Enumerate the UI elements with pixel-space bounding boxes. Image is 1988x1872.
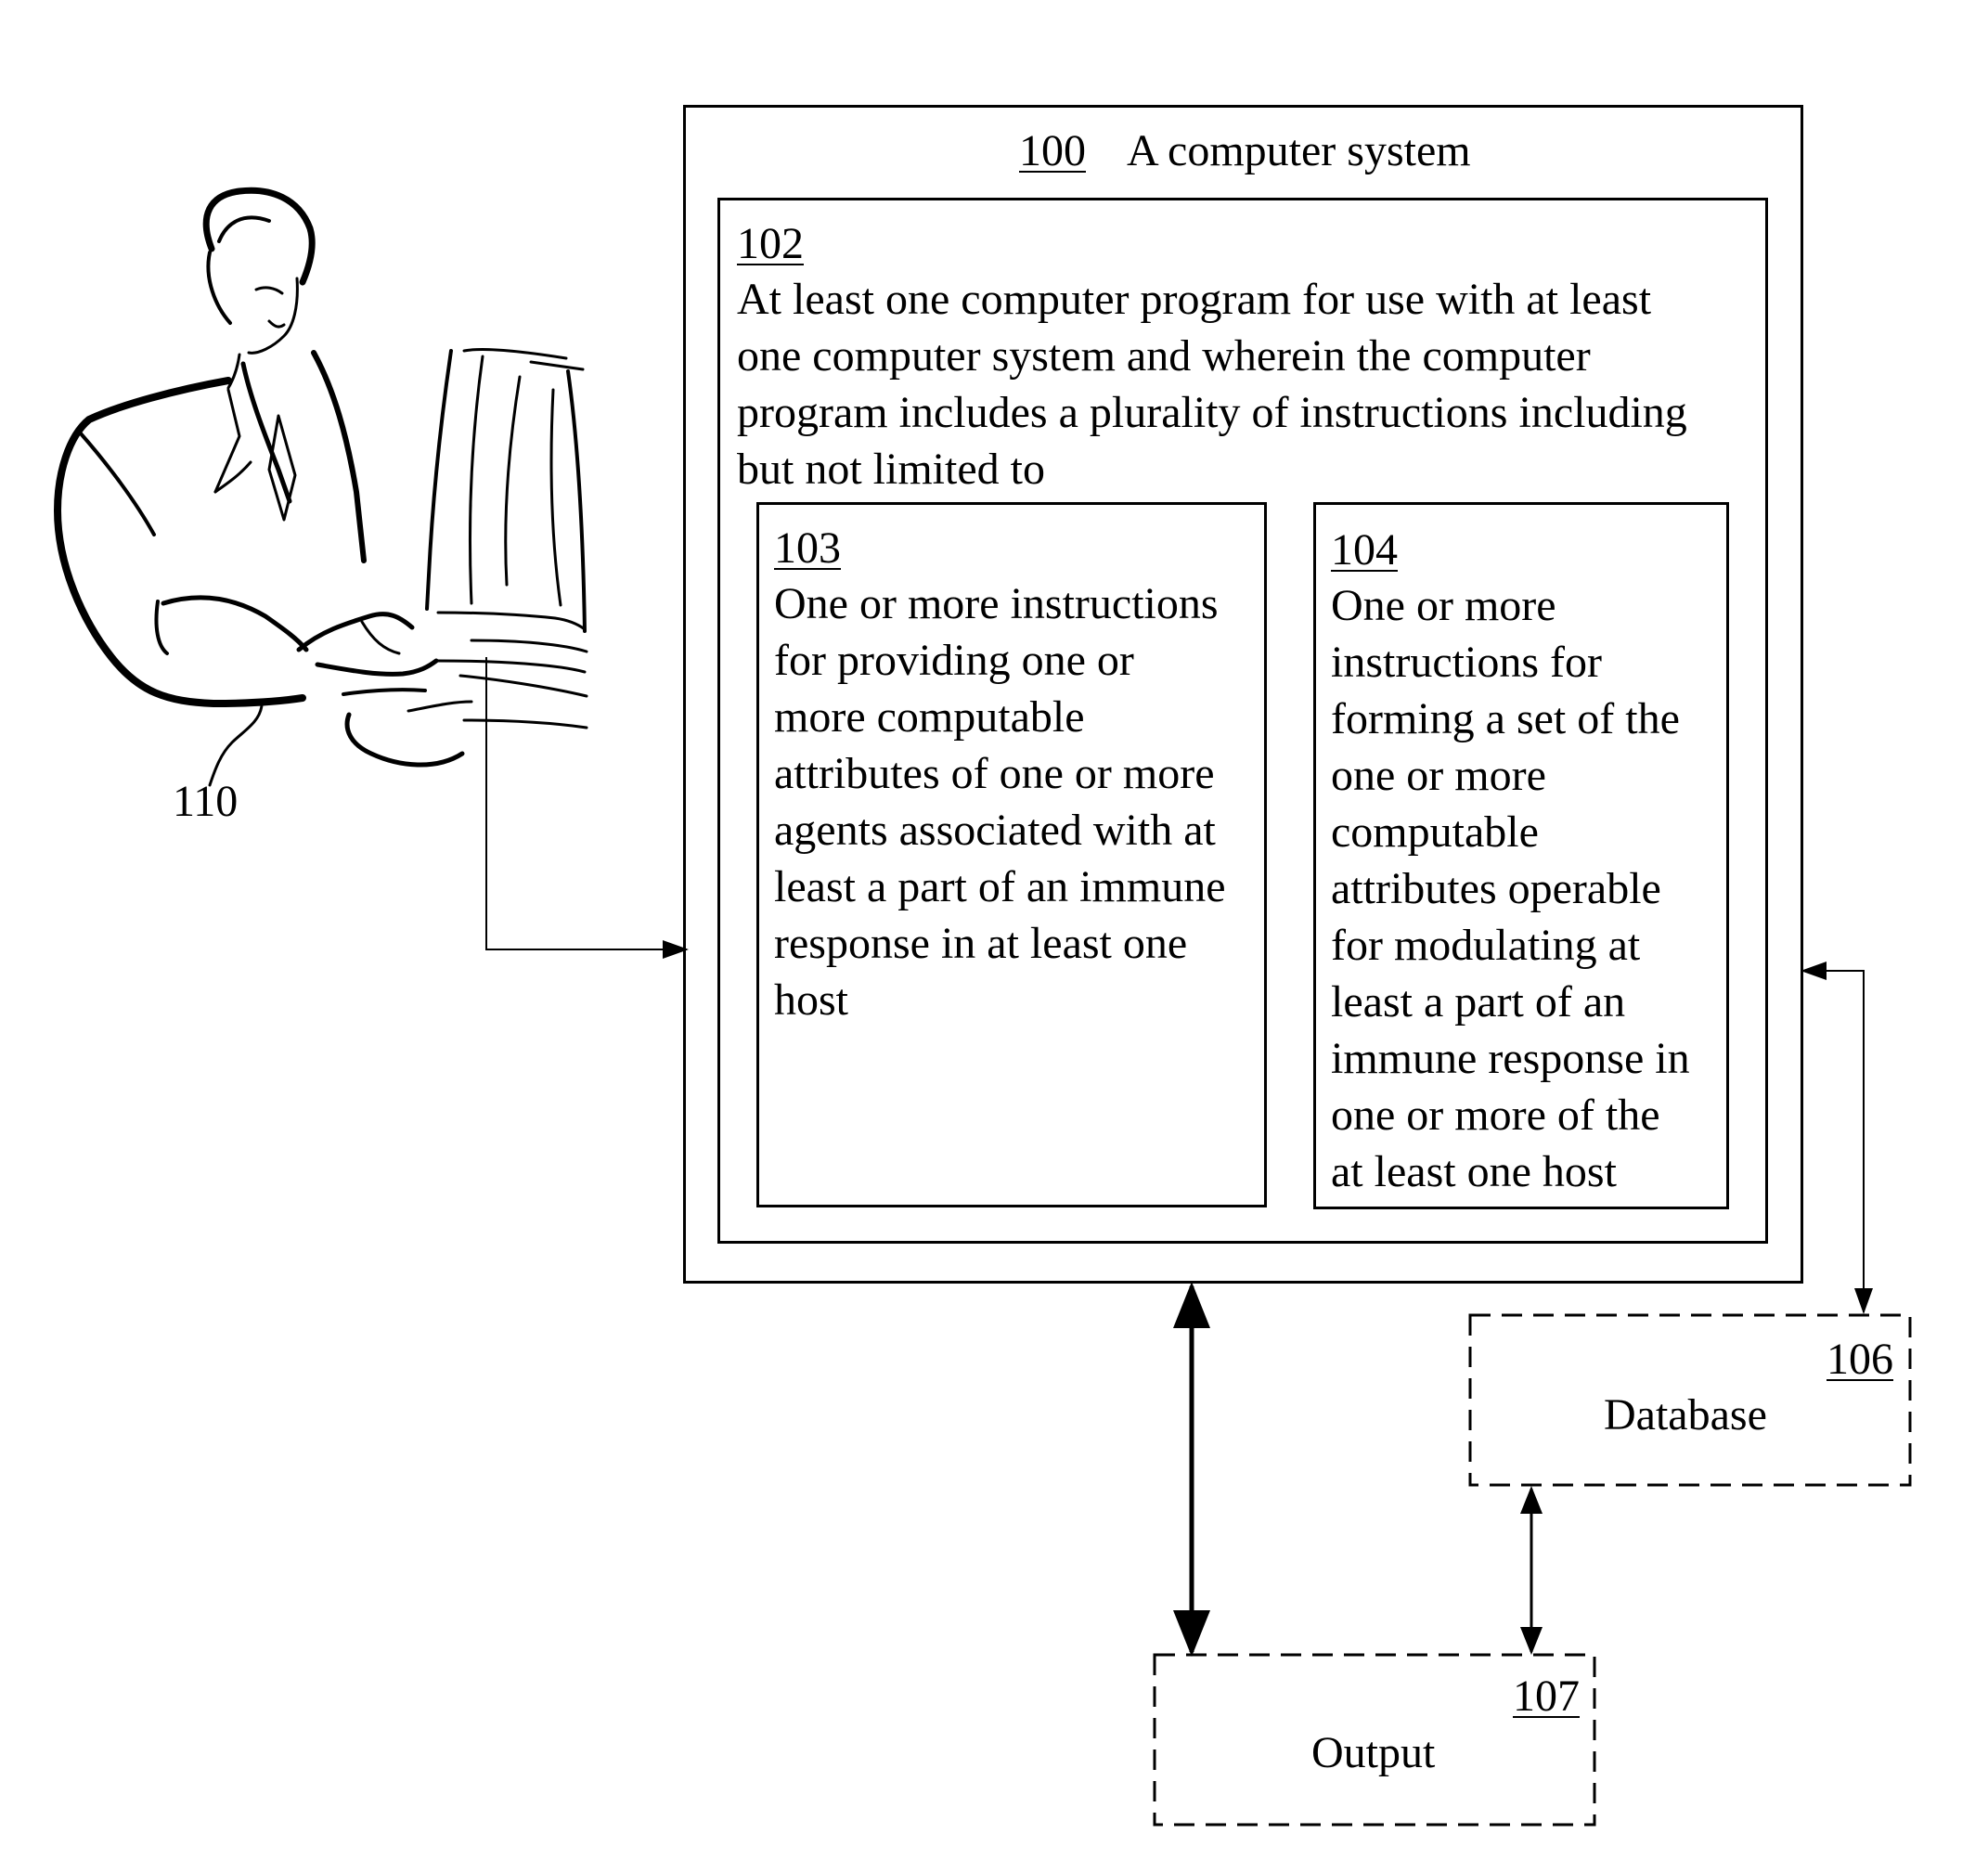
instructions-103-line-2: for providing one or — [774, 632, 1134, 689]
connector-system-database — [1802, 971, 1864, 1312]
database-label: Database — [1604, 1387, 1767, 1443]
instructions-104-line-11: at least one host — [1331, 1143, 1617, 1200]
user-at-computer-icon — [58, 190, 587, 785]
user-ref: 110 — [173, 773, 238, 830]
instructions-103-line-5: agents associated with at — [774, 802, 1216, 859]
instructions-104-line-8: least a part of an — [1331, 974, 1625, 1030]
instructions-103-line-4: attributes of one or more — [774, 745, 1215, 802]
output-label: Output — [1311, 1724, 1435, 1781]
computer-system-label: A computer system — [1127, 123, 1471, 179]
instructions-103-line-3: more computable — [774, 689, 1085, 745]
computer-program-ref: 102 — [737, 215, 804, 272]
instructions-103-line-6: least a part of an immune — [774, 859, 1226, 915]
instructions-104-line-9: immune response in — [1331, 1030, 1690, 1087]
computer-program-line-1: At least one computer program for use wi… — [737, 271, 1651, 328]
instructions-103-line-8: host — [774, 972, 848, 1028]
instructions-104-ref: 104 — [1331, 522, 1398, 578]
instructions-103-line-1: One or more instructions — [774, 575, 1219, 632]
instructions-104-line-10: one or more of the — [1331, 1087, 1660, 1143]
computer-program-line-3: program includes a plurality of instruct… — [737, 384, 1687, 441]
instructions-104-line-7: for modulating at — [1331, 917, 1640, 974]
instructions-104-line-4: one or more — [1331, 747, 1546, 804]
instructions-104-line-2: instructions for — [1331, 634, 1602, 691]
computer-system-ref: 100 — [1019, 123, 1086, 179]
instructions-104-line-6: attributes operable — [1331, 860, 1661, 917]
instructions-104-line-3: forming a set of the — [1331, 691, 1680, 747]
computer-program-line-4: but not limited to — [737, 441, 1045, 497]
output-ref: 107 — [1513, 1668, 1580, 1724]
instructions-103-ref: 103 — [774, 520, 841, 576]
instructions-104-line-1: One or more — [1331, 577, 1556, 634]
instructions-103-line-7: response in at least one — [774, 915, 1187, 972]
database-ref: 106 — [1827, 1331, 1893, 1388]
computer-program-line-2: one computer system and wherein the comp… — [737, 328, 1591, 384]
connector-user-to-system — [486, 657, 687, 949]
instructions-104-line-5: computable — [1331, 804, 1539, 860]
